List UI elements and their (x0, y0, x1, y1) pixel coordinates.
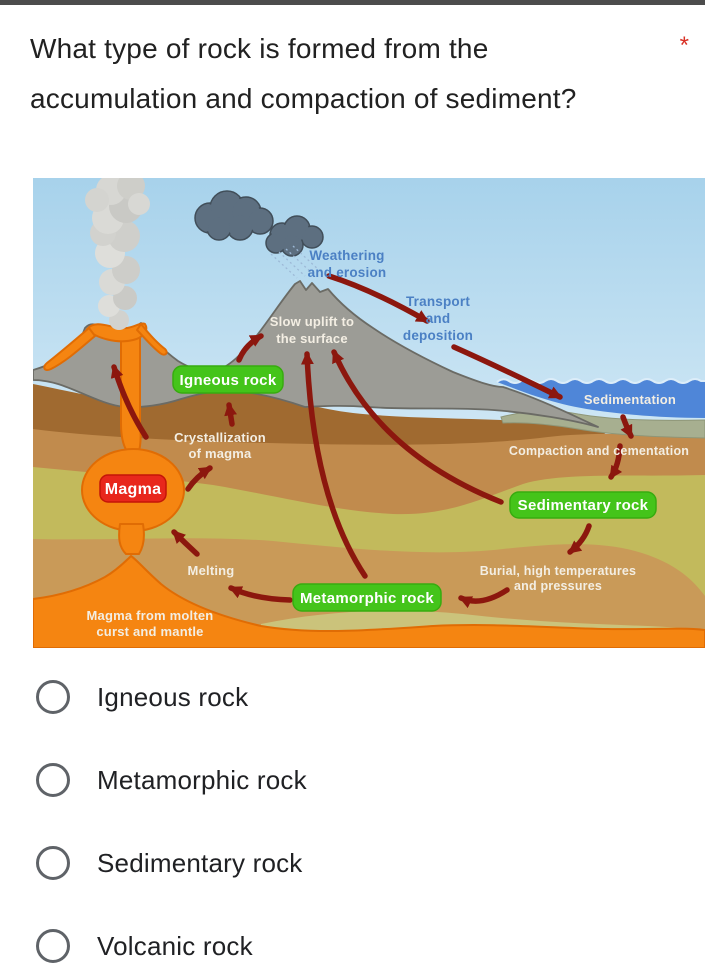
label-weathering-line2: and erosion (308, 265, 387, 280)
label-transport-line1: Transport (406, 294, 470, 309)
label-crystallization-line2: of magma (188, 446, 252, 461)
sedimentary-rock-tag-text: Sedimentary rock (518, 497, 649, 514)
metamorphic-rock-tag: Metamorphic rock (292, 583, 442, 612)
label-transport-line2: and (426, 311, 451, 326)
radio-button[interactable] (36, 763, 70, 797)
label-weathering-line1: Weathering (309, 248, 384, 263)
option-row-sedimentary[interactable]: Sedimentary rock (36, 845, 303, 881)
label-sedimentation: Sedimentation (584, 392, 676, 407)
option-row-volcanic[interactable]: Volcanic rock (36, 928, 253, 964)
label-burial-line1: Burial, high temperatures (480, 564, 636, 578)
mantle-magma-band (33, 555, 705, 648)
volcano-smoke (85, 178, 150, 330)
sedimentary-rock-tag: Sedimentary rock (509, 491, 657, 519)
label-slow-uplift-line2: the surface (276, 331, 348, 346)
rock-cycle-svg: Weathering and erosion Transport and dep… (33, 178, 705, 648)
option-label: Igneous rock (97, 681, 249, 712)
arrow-sedimentation-down (620, 414, 634, 439)
arrow-crystallization (185, 465, 213, 492)
arrow-compaction-down (608, 443, 623, 480)
lava-flow-right (136, 323, 168, 356)
label-magma-source-line2: curst and mantle (96, 624, 203, 639)
option-row-metamorphic[interactable]: Metamorphic rock (36, 762, 307, 798)
arrow-to-metamorphic (458, 587, 510, 609)
arrow-magma-rising (110, 364, 149, 440)
label-transport-line3: deposition (403, 328, 473, 343)
igneous-rock-tag: Igneous rock (172, 365, 284, 394)
radio-button[interactable] (36, 680, 70, 714)
magma-tag-text: Magma (105, 481, 162, 498)
top-border-bar (0, 0, 705, 5)
arrow-transport (451, 344, 563, 400)
label-crystallization-line1: Crystallization (174, 430, 266, 445)
arrow-weathering (326, 273, 430, 324)
arrow-to-melting (228, 585, 293, 603)
earth-layers (33, 384, 705, 648)
label-burial-line2: and pressures (514, 579, 602, 593)
required-asterisk: * (679, 32, 689, 59)
arrow-melting-to-magma (171, 529, 200, 557)
question-title: What type of rock is formed from the acc… (30, 33, 577, 114)
rock-cycle-diagram: Weathering and erosion Transport and dep… (33, 178, 705, 648)
arrow-burial-down (567, 523, 592, 555)
igneous-rock-tag-text: Igneous rock (180, 372, 277, 389)
option-label: Volcanic rock (97, 930, 253, 961)
arrow-to-igneous (224, 402, 238, 427)
radio-button[interactable] (36, 846, 70, 880)
option-row-igneous[interactable]: Igneous rock (36, 679, 248, 715)
rain-lines (270, 245, 321, 279)
magma-neck (118, 523, 145, 555)
label-melting: Melting (188, 563, 235, 578)
rain-cloud-icon (194, 190, 324, 279)
radio-button[interactable] (36, 929, 70, 963)
magma-tag: Magma (99, 474, 167, 503)
cycle-arrows (110, 273, 634, 609)
arrow-uplift-metamorphic (300, 351, 368, 579)
option-label: Sedimentary rock (97, 847, 303, 878)
lava-flow-left (43, 327, 96, 371)
label-compaction: Compaction and cementation (509, 444, 689, 458)
option-label: Metamorphic rock (97, 764, 307, 795)
arrow-igneous-uplift (236, 333, 264, 363)
metamorphic-rock-tag-text: Metamorphic rock (300, 590, 434, 607)
label-slow-uplift-line1: Slow uplift to (270, 314, 354, 329)
label-magma-source-line1: Magma from molten (87, 608, 214, 623)
arrow-uplift-sedimentary (331, 349, 504, 505)
